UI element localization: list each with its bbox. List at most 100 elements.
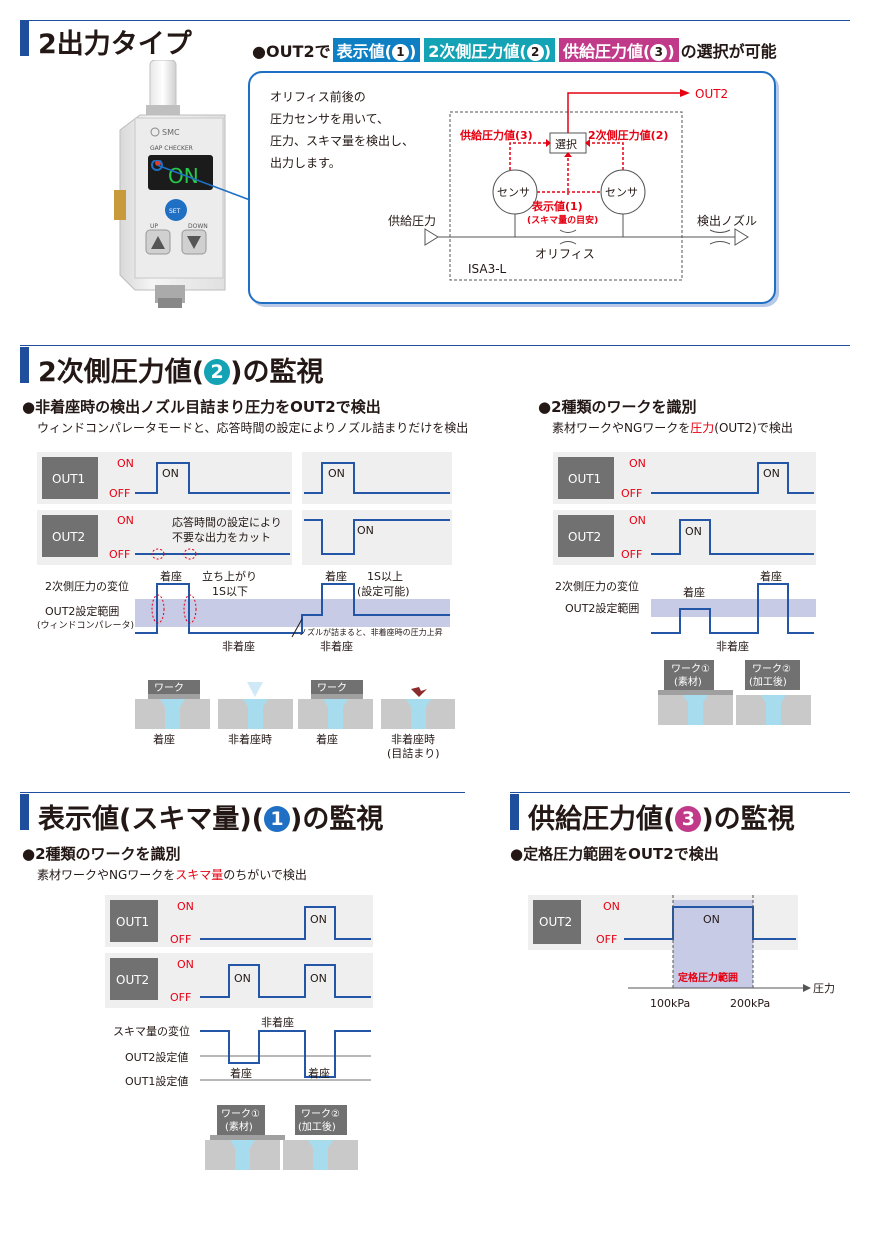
seated-label: 着座 bbox=[683, 585, 705, 599]
rise-label-2: 1S以下 bbox=[212, 585, 248, 598]
seated-label-2: 着座 bbox=[325, 569, 347, 583]
section-title-display-value: 表示値(スキマ量)(1)の監視 bbox=[38, 804, 384, 835]
out2-range-label: OUT2設定範囲 bbox=[565, 601, 639, 615]
sensor-left-label: センサ bbox=[497, 186, 530, 199]
out1-label: OUT1 bbox=[568, 472, 601, 486]
callout-pointer bbox=[151, 160, 251, 201]
out1-label: OUT1 bbox=[116, 915, 149, 929]
seated-label: 着座 bbox=[160, 569, 182, 583]
tag-secondary-pressure: 2次側圧力値(2) bbox=[424, 38, 556, 62]
section-title-2-output: 2出力タイプ bbox=[38, 29, 192, 60]
out1-on-pulse: ON bbox=[763, 467, 780, 480]
section-rule bbox=[20, 20, 850, 21]
two-work-sub: 素材ワークやNGワークを圧力(OUT2)で検出 bbox=[552, 421, 793, 435]
out1-on-pulse: ON bbox=[162, 467, 179, 480]
off-label: OFF bbox=[170, 933, 191, 946]
two-work-heading: ●2種類のワークを識別 bbox=[538, 398, 697, 416]
seated-label: 着座 bbox=[230, 1066, 252, 1080]
set-button-icon bbox=[165, 199, 187, 221]
out1-set-label: OUT1設定値 bbox=[125, 1074, 188, 1088]
out2-on-range: ON bbox=[703, 913, 720, 926]
gap-note: (スキマ量の目安) bbox=[527, 214, 598, 226]
p100-label: 100kPa bbox=[650, 997, 690, 1010]
supply-value-label: 供給圧力値(3) bbox=[459, 128, 533, 142]
seated-caption-2: 着座 bbox=[316, 732, 338, 746]
device-up-label: UP bbox=[150, 223, 158, 230]
up-arrow-icon bbox=[151, 236, 165, 249]
out2-on-pulse: ON bbox=[357, 524, 374, 537]
pressure-axis-label: 圧力 bbox=[813, 982, 835, 995]
supply-pressure-label: 供給圧力 bbox=[388, 214, 436, 228]
clog-work-illustrations: ワーク 着座 非着座時 ワーク 着座 非着座時 (目詰まり) bbox=[135, 680, 455, 760]
cut-note-1: 応答時間の設定により bbox=[172, 515, 282, 529]
clog-debris-icon bbox=[411, 687, 427, 697]
section-rule bbox=[510, 792, 850, 793]
device-display: ON bbox=[168, 164, 199, 188]
out2-selection-heading: ●OUT2で表示値(1)2次側圧力値(2)供給圧力値(3)の選択が可能 bbox=[252, 38, 777, 62]
section-title-secondary-pressure: 2次側圧力値(2)の監視 bbox=[38, 357, 324, 388]
off-label: OFF bbox=[170, 991, 191, 1004]
work-label-2: ワーク bbox=[317, 682, 347, 694]
rated-range-label: 定格圧力範囲 bbox=[678, 971, 738, 984]
off-label: OFF bbox=[109, 487, 130, 500]
work1-sub: (素材) bbox=[674, 675, 702, 688]
heading-prefix: ●OUT2で bbox=[252, 42, 331, 61]
heading-suffix: の選択が可能 bbox=[680, 42, 777, 61]
unseated-time-caption-2: 非着座時 bbox=[391, 732, 435, 746]
device-brand: SMC bbox=[162, 128, 180, 137]
out2-on-pulse: ON bbox=[234, 972, 251, 985]
gap-two-work-sub: 素材ワークやNGワークをスキマ量のちがいで検出 bbox=[37, 868, 307, 882]
gap-timing-chart: OUT1 ON OFF ON OUT2 ON OFF ON ON スキマ量の変位… bbox=[105, 895, 373, 1170]
work2-label: ワーク② bbox=[752, 663, 791, 675]
work2-sub: (加工後) bbox=[298, 1120, 336, 1133]
explanation-text: オリフィス前後の 圧力センサを用いて、 圧力、スキマ量を検出し、 出力します。 bbox=[270, 90, 415, 170]
off-label: OFF bbox=[109, 548, 130, 561]
section-rule bbox=[20, 792, 465, 793]
gap-change-label: スキマ量の変位 bbox=[113, 1024, 190, 1038]
on-label: ON bbox=[177, 900, 194, 913]
off-label: OFF bbox=[596, 933, 617, 946]
on-label: ON bbox=[629, 514, 646, 527]
section-marker bbox=[20, 347, 29, 383]
tag-supply-pressure: 供給圧力値(3) bbox=[559, 38, 679, 62]
unseated-time-caption: 非着座時 bbox=[228, 732, 272, 746]
section-marker bbox=[20, 20, 29, 56]
out2-label: OUT2 bbox=[568, 530, 601, 544]
seated-label-2: 着座 bbox=[760, 569, 782, 583]
clog-detect-heading: ●非着座時の検出ノズル目詰まり圧力をOUT2で検出 bbox=[22, 398, 381, 416]
pressure-change-label: 2次側圧力の変位 bbox=[555, 579, 639, 593]
gap-two-work-heading: ●2種類のワークを識別 bbox=[22, 845, 181, 863]
section-marker bbox=[510, 794, 519, 830]
rated-range-heading: ●定格圧力範囲をOUT2で検出 bbox=[510, 845, 719, 863]
work2-label: ワーク② bbox=[301, 1108, 340, 1120]
out1-on-pulse: ON bbox=[310, 913, 327, 926]
on-label: ON bbox=[117, 514, 134, 527]
seated-label-2: 着座 bbox=[308, 1066, 330, 1080]
out2-label: OUT2 bbox=[116, 973, 149, 987]
clogged-caption: (目詰まり) bbox=[387, 746, 440, 760]
off-label: OFF bbox=[621, 548, 642, 561]
on-label: ON bbox=[177, 958, 194, 971]
unseated-label: 非着座 bbox=[716, 639, 749, 653]
on-label: ON bbox=[603, 900, 620, 913]
cut-note-2: 不要な出力をカット bbox=[172, 530, 271, 544]
out2-on-pulse-2: ON bbox=[310, 972, 327, 985]
over-label-1: 1S以上 bbox=[367, 570, 403, 583]
isa-boundary bbox=[449, 111, 683, 281]
out2-arrow-icon bbox=[680, 89, 690, 97]
out1-label: OUT1 bbox=[52, 472, 85, 486]
explanation-box bbox=[248, 71, 776, 304]
display-value-label: 表示値(1) bbox=[531, 199, 583, 213]
out2-label: OUT2 bbox=[539, 915, 572, 929]
orifice-label: オリフィス bbox=[535, 247, 595, 261]
secondary-value-label: 2次側圧力値(2) bbox=[588, 128, 668, 142]
down-arrow-icon bbox=[187, 236, 201, 249]
seated-caption: 着座 bbox=[153, 732, 175, 746]
out1-on-pulse-2: ON bbox=[328, 467, 345, 480]
work1-label: ワーク① bbox=[671, 663, 710, 675]
work1-label: ワーク① bbox=[221, 1108, 260, 1120]
on-label: ON bbox=[629, 457, 646, 470]
clog-detect-sub: ウィンドコンパレータモードと、応答時間の設定によりノズル詰まりだけを検出 bbox=[37, 421, 469, 435]
rise-label-1: 立ち上がり bbox=[202, 569, 257, 583]
p200-label: 200kPa bbox=[730, 997, 770, 1010]
